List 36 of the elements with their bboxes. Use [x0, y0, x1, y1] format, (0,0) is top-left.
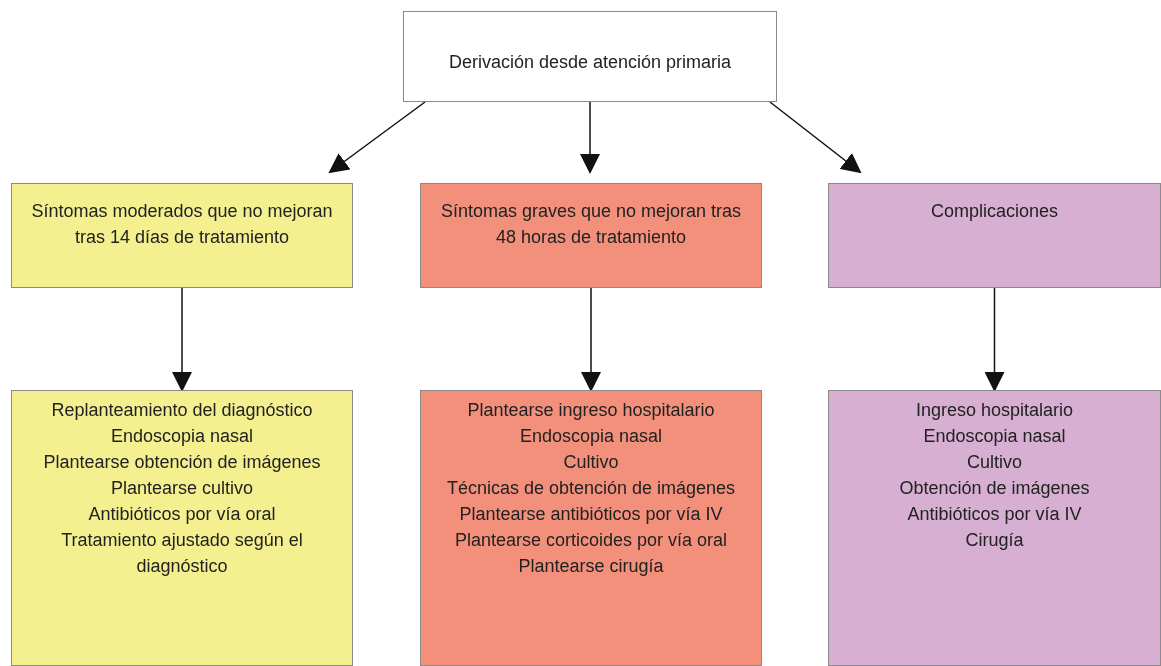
- box-text: Cirugía: [965, 529, 1024, 552]
- box-text: Complicaciones: [930, 200, 1059, 223]
- box-text: Cultivo: [967, 451, 1022, 474]
- arrow: [172, 287, 192, 392]
- box-text: Endoscopia nasal: [519, 425, 663, 448]
- arrow: [984, 287, 1005, 392]
- box-text: Ingreso hospitalario: [915, 399, 1074, 422]
- box-text: Síntomas graves que no mejoran tras 48 horas de tratamiento: [439, 200, 743, 249]
- box-text: Plantearse cirugía: [518, 555, 664, 578]
- box-text: Replanteamiento del diagnóstico: [51, 399, 313, 422]
- box-text: Antibióticos por vía oral: [88, 503, 276, 526]
- box-text: Derivación desde atención primaria: [448, 50, 732, 74]
- box-text: Endoscopia nasal: [923, 425, 1066, 448]
- box-text: Cultivo: [563, 451, 619, 474]
- box-text: Obtención de imágenes: [899, 477, 1090, 500]
- box-text: Técnicas de obtención de imágenes: [446, 477, 736, 500]
- arrow: [581, 287, 601, 392]
- process-box: [420, 390, 762, 666]
- box-text: Tratamiento ajustado según el diagnóstico: [60, 529, 304, 578]
- box-text: Plantearse corticoides por vía oral: [454, 529, 728, 552]
- box-text: Plantearse antibióticos por vía IV: [459, 503, 723, 526]
- process-box: [11, 183, 353, 288]
- box-text: Antibióticos por vía IV: [907, 503, 1082, 526]
- start-box: [403, 11, 777, 102]
- arrow: [580, 101, 600, 174]
- process-box: [420, 183, 762, 288]
- box-text: Plantearse ingreso hospitalario: [467, 399, 715, 422]
- process-box: [11, 390, 353, 666]
- box-text: Endoscopia nasal: [110, 425, 254, 448]
- box-text: Plantearse obtención de imágenes: [43, 451, 321, 474]
- box-text: Síntomas moderados que no mejoran tras 14 días de tratamiento: [30, 200, 334, 249]
- process-box: [828, 183, 1161, 288]
- arrow: [328, 101, 426, 174]
- box-text: Plantearse cultivo: [110, 477, 254, 500]
- process-box: [828, 390, 1161, 666]
- arrow: [769, 101, 862, 174]
